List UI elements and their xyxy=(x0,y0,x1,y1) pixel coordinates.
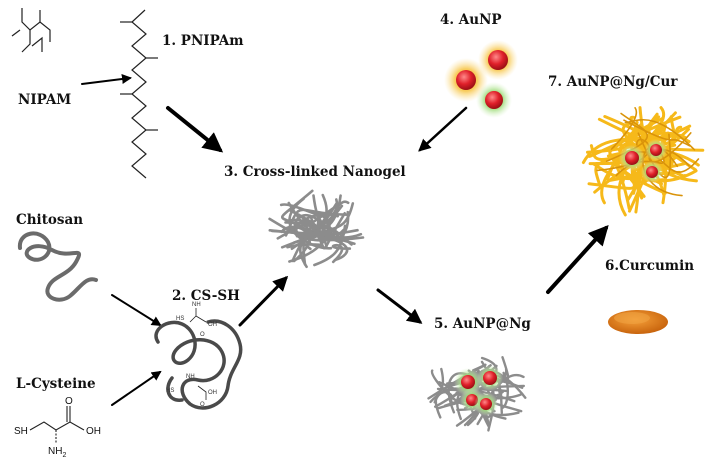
curcumin-powder xyxy=(608,310,668,334)
arrows xyxy=(81,74,609,406)
aunp-particles xyxy=(444,40,518,118)
arrow-pnipam-to-nanogel xyxy=(166,106,224,153)
cysteine-nh2: NH2 xyxy=(48,446,66,459)
aunp-ng-particles xyxy=(454,365,503,416)
polymer-strand xyxy=(632,151,700,173)
polymer-strand xyxy=(280,189,314,234)
arrow-nipam-to-pnipam xyxy=(81,74,132,85)
arrow-aunp-to-nanogel xyxy=(418,106,468,152)
l-cysteine-structure xyxy=(29,406,85,444)
nipam-structure xyxy=(11,8,51,53)
cysteine-sh: SH xyxy=(14,426,28,437)
cs-sh-nh-top: NH xyxy=(192,302,201,308)
aunp-ng-cur-particles xyxy=(619,139,667,183)
cs-sh-hs-top: HS xyxy=(176,316,184,322)
label-aunp-ng: 5. AuNP@Ng xyxy=(434,316,531,332)
cs-sh-o-top: O xyxy=(200,332,205,338)
polymer-strand xyxy=(624,118,696,151)
polymer-strand xyxy=(300,193,328,251)
arrow-nanogel-to-aunp-ng xyxy=(376,288,423,324)
cysteine-o: O xyxy=(65,396,73,407)
cs-sh-nh-mid: NH xyxy=(186,374,195,380)
arrow-cssh-to-nanogel xyxy=(238,275,289,327)
chitosan-strand xyxy=(17,231,98,302)
cs-sh-hs-bottom: HS xyxy=(166,388,174,394)
cs-sh-oh-bottom: OH xyxy=(208,390,217,396)
nanogel-tangle xyxy=(268,189,365,269)
label-nanogel: 3. Cross-linked Nanogel xyxy=(224,164,406,180)
polymer-strand xyxy=(581,117,641,164)
polymer-strand xyxy=(594,124,692,186)
label-cs-sh: 2. CS-SH xyxy=(172,288,240,304)
polymer-strand xyxy=(610,107,638,150)
arrow-cysteine-to-cssh xyxy=(111,370,162,406)
polymer-strand xyxy=(284,208,349,237)
arrow-aunp-ng-to-cur xyxy=(546,225,609,294)
pnipam-chain xyxy=(120,9,158,179)
cs-sh-oh-top: OH xyxy=(208,322,217,328)
label-curcumin: 6.Curcumin xyxy=(605,258,694,274)
cysteine-oh: OH xyxy=(86,426,101,437)
label-nipam: NIPAM xyxy=(18,92,71,108)
label-l-cysteine: L-Cysteine xyxy=(16,376,96,392)
polymer-strand xyxy=(312,194,350,241)
label-chitosan: Chitosan xyxy=(16,212,83,228)
label-aunp-ng-cur: 7. AuNP@Ng/Cur xyxy=(548,74,678,90)
polymer-strand xyxy=(268,204,344,240)
cs-sh-structure xyxy=(154,319,243,410)
label-pnipam: 1. PNIPAm xyxy=(162,33,244,49)
cs-sh-o-bottom: O xyxy=(200,402,205,408)
cs-sh-groups xyxy=(189,308,207,400)
arrow-chitosan-to-cssh xyxy=(111,294,162,327)
polymer-strand xyxy=(280,225,311,263)
label-aunp: 4. AuNP xyxy=(440,12,502,28)
